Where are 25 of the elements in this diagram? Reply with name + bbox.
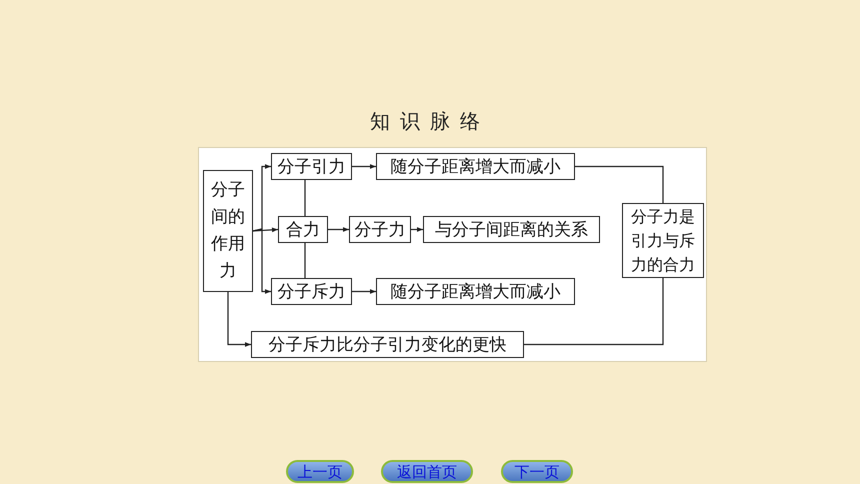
nav-button: 返回首页 (381, 460, 473, 483)
text-box: 分子力是引力与斥力的合力 (622, 203, 704, 278)
text-box: 分子间的作用力 (203, 170, 253, 292)
connector-line (575, 166, 664, 203)
arrow (227, 292, 251, 347)
text-box: 分子斥力比分子引力变化的更快 (251, 331, 524, 358)
text-box: 与分子间距离的关系 (423, 216, 600, 243)
text-box: 随分子距离增大而减小 (376, 153, 575, 180)
text-box: 合力 (278, 216, 328, 243)
text-box: 分子力 (349, 216, 411, 243)
arrow (411, 227, 423, 232)
connector-line (524, 278, 664, 346)
nav-button: 上一页 (286, 460, 354, 483)
connector-line (304, 243, 306, 278)
arrow (328, 227, 349, 232)
text-box: 随分子距离增大而减小 (376, 278, 575, 305)
arrow (252, 228, 271, 294)
nav-button: 下一页 (501, 460, 573, 483)
text-box: 分子引力 (271, 153, 352, 180)
arrow (252, 227, 278, 232)
connector-line (304, 180, 306, 216)
title: 知识脉络 (369, 108, 491, 135)
text-box: 分子斥力 (271, 278, 352, 305)
arrow (352, 164, 376, 169)
arrow (352, 289, 376, 294)
